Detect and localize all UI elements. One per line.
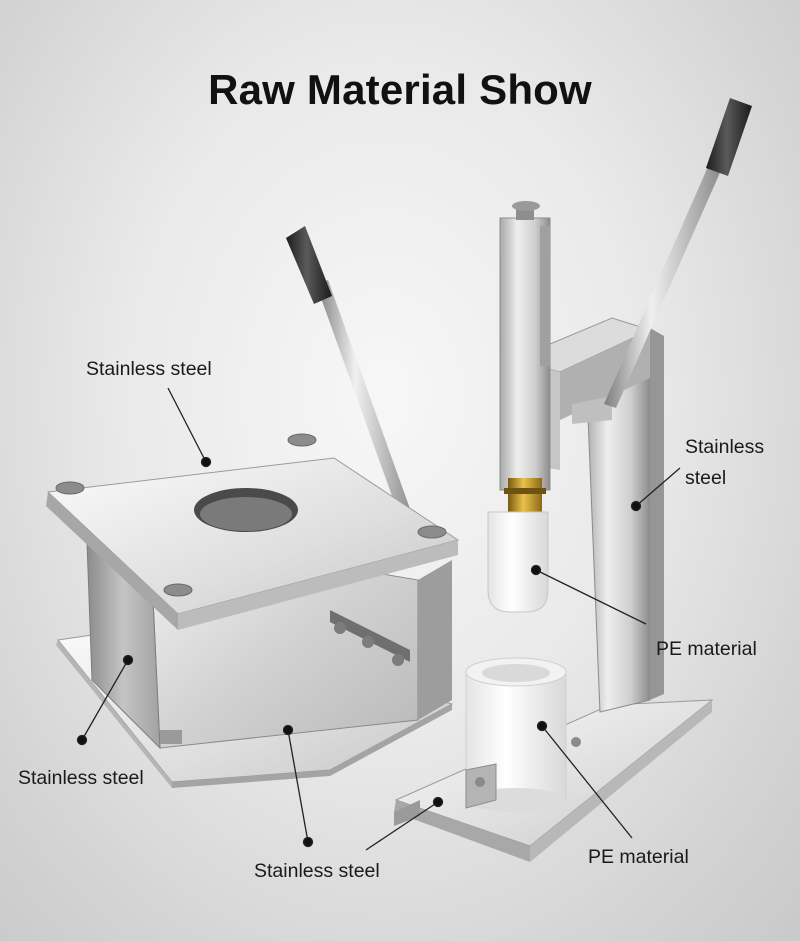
label-pe-material-upper: PE material <box>656 638 757 660</box>
label-left-bottom-stainless-steel: Stainless steel <box>254 860 380 882</box>
label-pe-material-lower: PE material <box>588 846 689 868</box>
label-left-side-stainless-steel: Stainless steel <box>18 767 144 789</box>
label-left-top-stainless-steel: Stainless steel <box>86 358 212 380</box>
page-title: Raw Material Show <box>208 66 592 113</box>
label-right-column-stainless-steel: Stainless steel <box>685 436 765 489</box>
